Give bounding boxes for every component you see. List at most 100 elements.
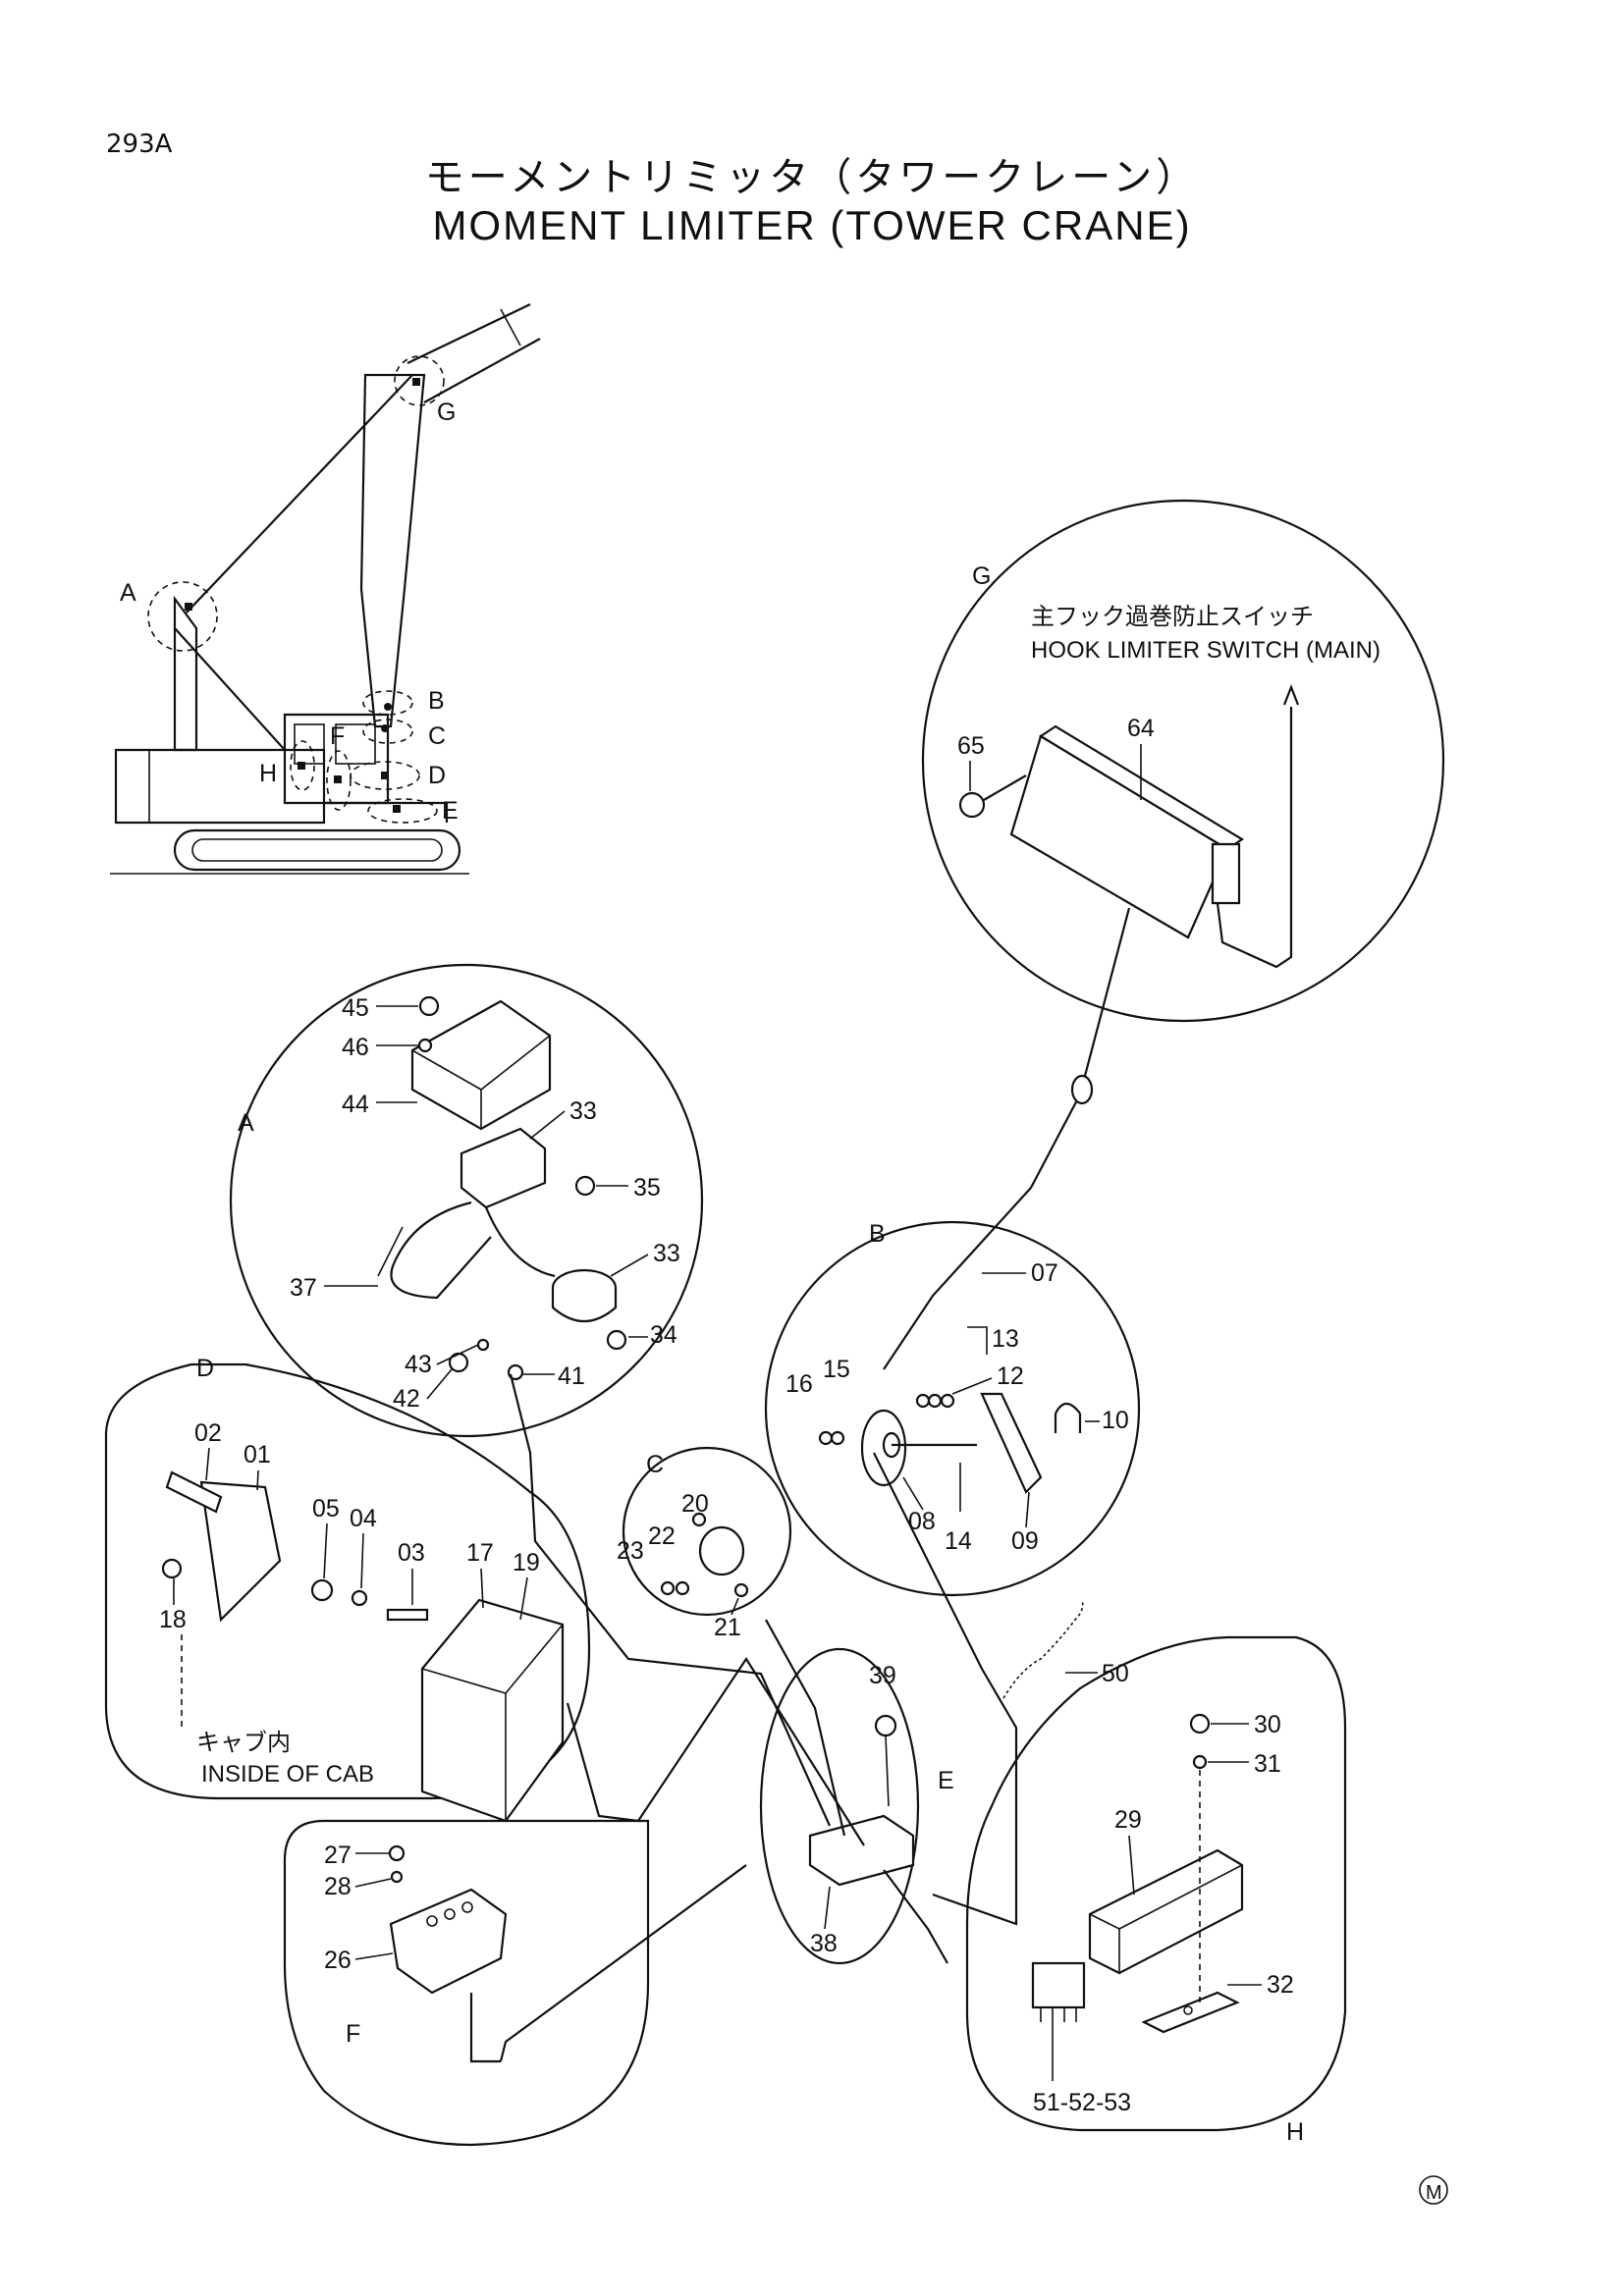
part-04: 04 (350, 1505, 377, 1532)
display-cable (469, 1993, 501, 2063)
switch-bracket (1211, 842, 1241, 905)
screw-27 (388, 1844, 406, 1862)
load-cell (551, 1288, 618, 1322)
overview-ring-h (290, 740, 315, 791)
link-02 (165, 1470, 223, 1514)
mast-brace (174, 627, 286, 751)
leader-38 (824, 1886, 831, 1930)
marker-d (381, 772, 389, 779)
detail-h-outline (965, 1635, 1347, 2132)
overview-ring-f (326, 750, 352, 811)
detail-f: F 27 28 26 (283, 1819, 650, 2147)
display-button (444, 1908, 456, 1920)
bracket-01 (199, 1480, 282, 1623)
overview-ring-g (394, 355, 445, 406)
detail-d-outline (104, 1362, 591, 1800)
part-32: 32 (1267, 1971, 1294, 1999)
detail-f-label: F (346, 2020, 360, 2048)
leader-02 (205, 1447, 210, 1481)
leader-17 (480, 1568, 484, 1609)
washer-12 (927, 1393, 943, 1409)
cab-window (335, 723, 376, 765)
bushing-05 (310, 1578, 334, 1602)
leader-28 (354, 1878, 392, 1888)
overview-label-h: H (259, 760, 277, 787)
detail-f-outline (283, 1819, 650, 2147)
bolt-39 (874, 1714, 897, 1737)
detail-b-ring (764, 1220, 1141, 1597)
washer-46 (417, 1038, 433, 1053)
jib-section (500, 308, 521, 347)
washer-28 (390, 1870, 404, 1884)
leader-05 (323, 1522, 328, 1579)
cable-c-e (765, 1619, 846, 1837)
part-39: 39 (869, 1662, 896, 1689)
part-23: 23 (617, 1537, 644, 1565)
bracket-09 (980, 1392, 1043, 1494)
detail-c: C 20 23 22 21 (617, 1446, 792, 1641)
detail-e: E 39 38 (759, 1647, 954, 1965)
cable-load-cell (484, 1206, 556, 1278)
detail-c-label: C (646, 1451, 664, 1478)
cable-f-e (499, 1864, 747, 2062)
part-43: 43 (405, 1351, 432, 1378)
box-29 (1088, 1848, 1244, 1975)
footer-mark: M (1426, 2182, 1442, 2204)
overview-label-c: C (428, 722, 446, 750)
leader-43 (436, 1344, 479, 1365)
marker-g (412, 378, 420, 386)
part-50: 50 (1102, 1660, 1129, 1687)
display-button (426, 1915, 438, 1927)
plate-hole (1183, 2005, 1193, 2015)
part-22: 22 (648, 1522, 676, 1550)
screw-30 (1189, 1713, 1211, 1735)
part-05: 05 (312, 1495, 340, 1522)
part-02: 02 (194, 1419, 222, 1447)
cab (283, 713, 390, 805)
detail-h-label: H (1286, 2118, 1304, 2146)
leader-04 (360, 1532, 364, 1589)
part-01: 01 (244, 1441, 271, 1468)
u-clip-10 (1055, 1402, 1081, 1415)
cover-44 (410, 999, 552, 1131)
overview-ring-b (362, 690, 413, 716)
cable-e-h (883, 1869, 948, 1964)
part-46: 46 (342, 1034, 369, 1061)
connecting-cables: 50 (499, 907, 1131, 2062)
part-34: 34 (650, 1321, 677, 1349)
cable-37-end (377, 1226, 404, 1277)
bolt-39-shank (885, 1735, 890, 1807)
part-18: 18 (159, 1606, 187, 1633)
nut-23 (660, 1580, 676, 1596)
detail-e-label: E (938, 1767, 954, 1794)
leader-19 (519, 1576, 528, 1621)
detail-b: B 07 13 16 15 12 10 08 14 09 (764, 1220, 1141, 1597)
part-07: 07 (1031, 1259, 1058, 1287)
cable-d-e (566, 1656, 865, 1846)
part-38: 38 (810, 1930, 838, 1957)
bolt-65-shank (983, 774, 1027, 801)
detail-a-label: A (238, 1109, 254, 1137)
pendant-line (186, 374, 413, 614)
part-14: 14 (945, 1527, 972, 1555)
part-51-52-53: 51-52-53 (1033, 2089, 1131, 2116)
overview-label-b: B (428, 687, 445, 715)
detail-g-label: G (972, 562, 991, 590)
page-number: 293A (106, 130, 173, 159)
part-15: 15 (823, 1356, 850, 1383)
switch-cable (1216, 707, 1293, 969)
washer-15 (830, 1430, 845, 1446)
cable-37 (390, 1201, 492, 1300)
detail-d-label: D (196, 1355, 214, 1382)
sensor-20 (698, 1525, 745, 1576)
detail-d: D 02 01 05 04 03 17 19 18 キャブ内 INSIDE OF (104, 1355, 591, 1823)
overview-ring-e (367, 798, 438, 824)
screw-34 (606, 1329, 627, 1351)
marker-c (381, 724, 389, 732)
box-17 (420, 1598, 565, 1823)
part-29: 29 (1114, 1806, 1142, 1834)
cab-window (294, 723, 325, 765)
part-33-top: 33 (569, 1097, 597, 1125)
part-16: 16 (785, 1370, 813, 1398)
